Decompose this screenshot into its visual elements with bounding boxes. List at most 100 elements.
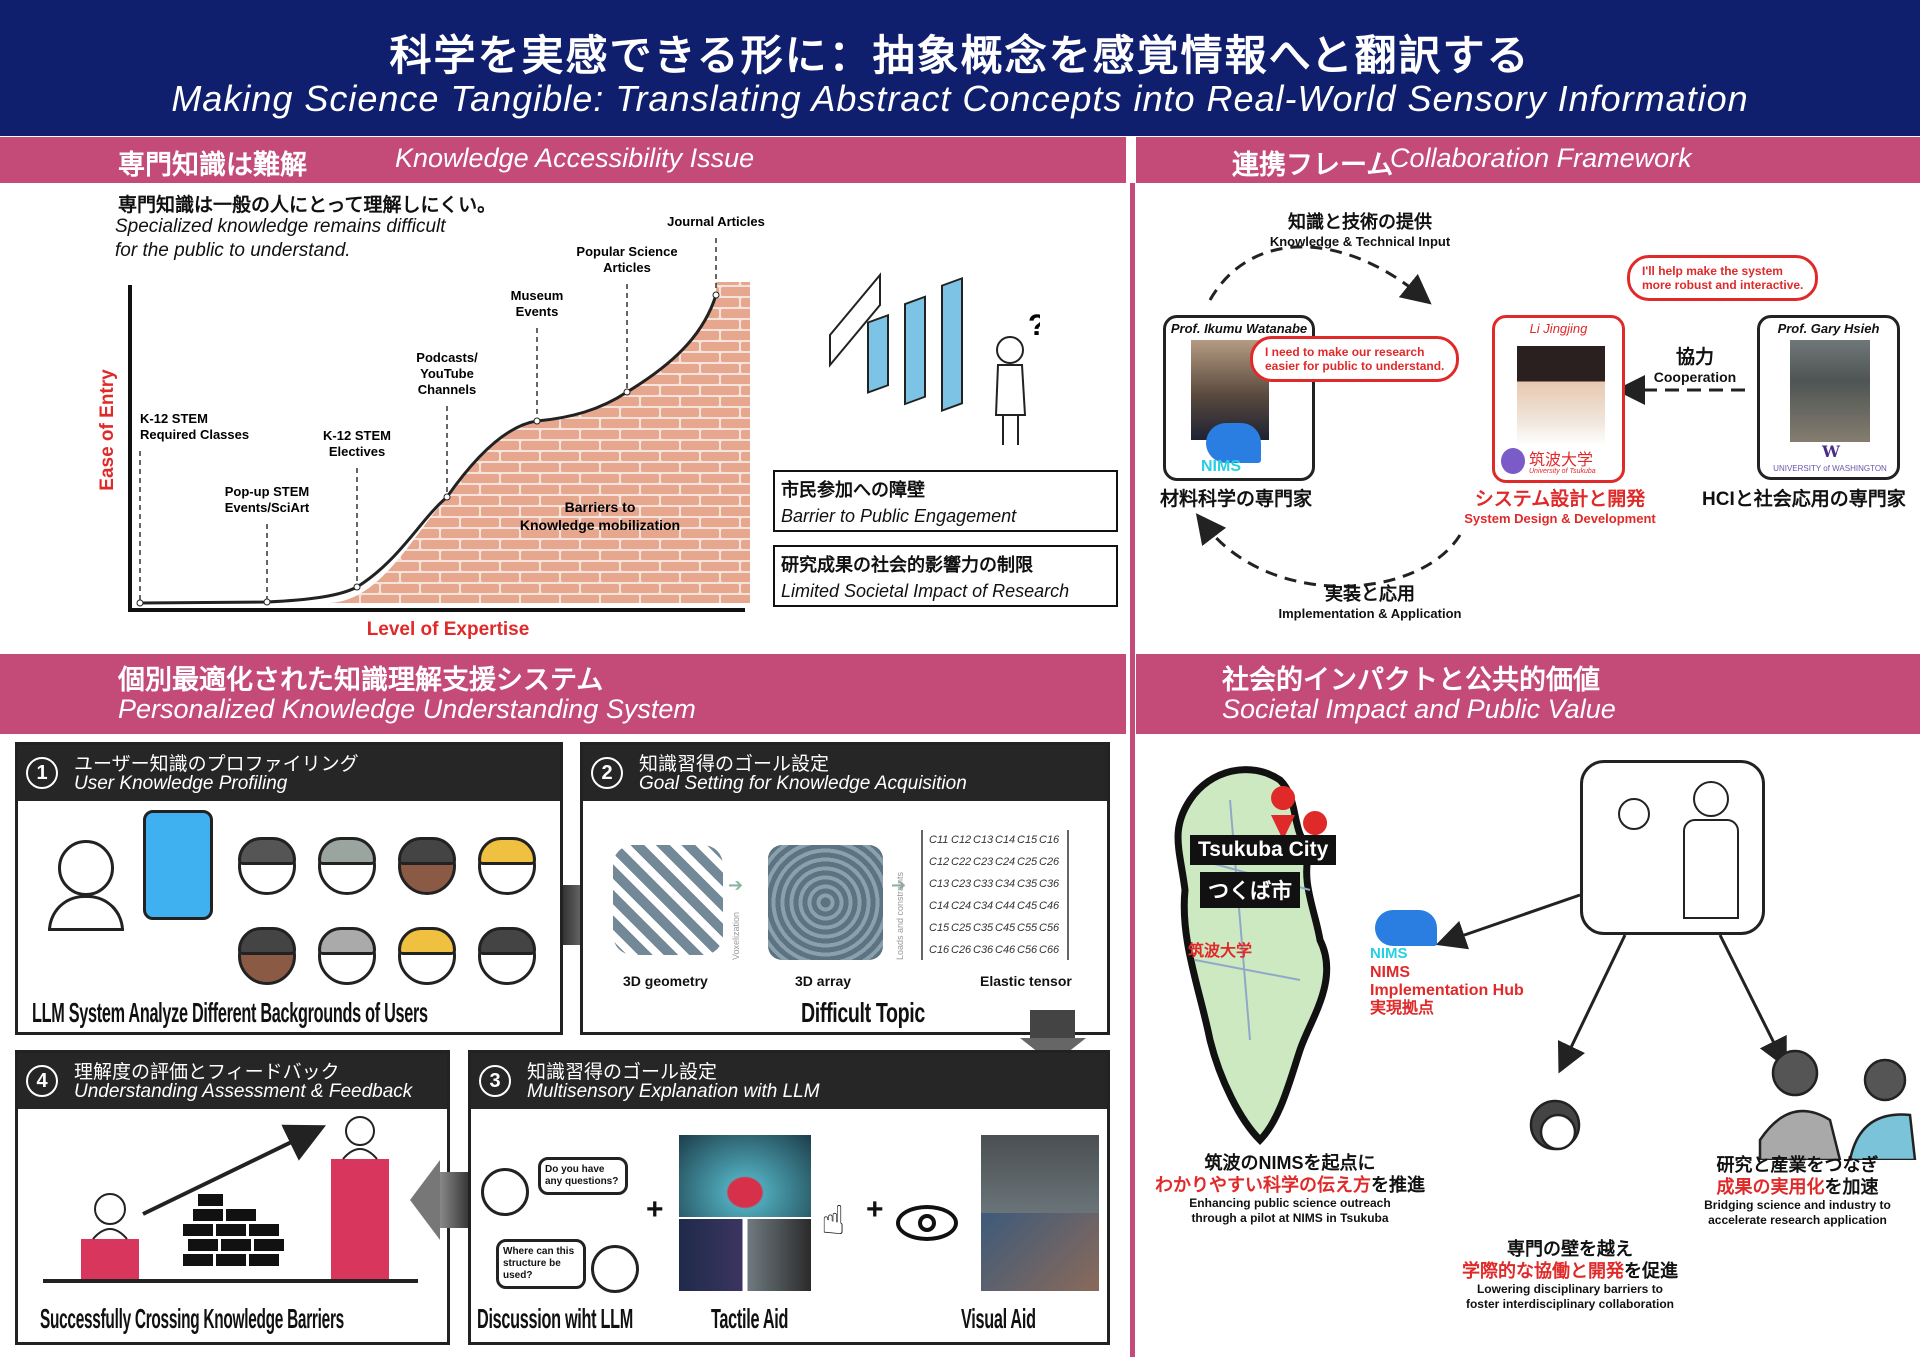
user-face-icon bbox=[478, 927, 536, 985]
tensor-entry: C13 bbox=[973, 834, 994, 846]
caption-en: foster interdisciplinary collaboration bbox=[1465, 1297, 1675, 1311]
caption-highlight: 学際的な協働と開発 bbox=[1462, 1261, 1624, 1281]
quote-watanabe: I need to make our research easier for p… bbox=[1250, 336, 1460, 382]
section-title-jp: 個別最適化された知識理解支援システム bbox=[118, 665, 604, 695]
milestone-label: Required Classes bbox=[140, 427, 249, 442]
arrow-to-collab bbox=[1557, 934, 1627, 1074]
tensor-entry: C25 bbox=[951, 922, 972, 934]
student-laptop-illustration bbox=[1529, 1099, 1581, 1151]
voxelization-label: Voxelization bbox=[731, 911, 741, 960]
haptic-glove-photo bbox=[679, 1219, 811, 1291]
cooperation-label: 協力 Cooperation bbox=[1640, 342, 1750, 385]
hub-jp: 実現拠点 bbox=[1370, 1000, 1435, 1017]
uw-logo-mark: W bbox=[1822, 442, 1840, 461]
tensor-entry: C45 bbox=[1017, 900, 1038, 912]
eye-icon bbox=[896, 1205, 958, 1241]
user-face-icon bbox=[398, 837, 456, 895]
role-jp: システム設計と開発 bbox=[1474, 489, 1646, 510]
tensor-entry: C56 bbox=[1017, 944, 1038, 956]
panel-header: 3 知識習得のゴール設定 Multisensory Explanation wi… bbox=[471, 1053, 1107, 1109]
step-panel-2: 2 知識習得のゴール設定 Goal Setting for Knowledge … bbox=[580, 742, 1110, 1035]
nims-logo-mark bbox=[1206, 423, 1261, 463]
section-bar-system: 個別最適化された知識理解支援システム Personalized Knowledg… bbox=[0, 654, 1126, 734]
poster-header: 科学を実感できる形に：抽象概念を感覚情報へと翻訳する Making Scienc… bbox=[0, 0, 1920, 136]
label-3d-array: 3D array bbox=[795, 973, 852, 989]
arrow-icon: ➔ bbox=[891, 875, 907, 895]
nims-name: NIMS bbox=[1370, 964, 1410, 981]
city-label-en: Tsukuba City bbox=[1190, 835, 1337, 865]
arrow-icon: ➔ bbox=[728, 875, 744, 895]
title-jp: 科学を実感できる形に：抽象概念を感覚情報へと翻訳する bbox=[389, 32, 1531, 79]
tensor-entry: C16 bbox=[929, 944, 950, 956]
milestone-point bbox=[353, 583, 361, 591]
panel-header: 2 知識習得のゴール設定 Goal Setting for Knowledge … bbox=[583, 745, 1107, 801]
section-title-jp: 社会的インパクトと公共的価値 bbox=[1222, 665, 1600, 695]
hair bbox=[398, 837, 456, 865]
entry-curve bbox=[139, 294, 718, 605]
tensor-entry: C24 bbox=[951, 900, 972, 912]
label-3d-geometry: 3D geometry bbox=[623, 973, 708, 989]
implementation-label: 実装と応用 Implementation & Application bbox=[1240, 580, 1500, 621]
caption-tactile: Tactile Aid bbox=[711, 1303, 789, 1334]
tensor-entry: C36 bbox=[973, 944, 994, 956]
tensor-entry: C34 bbox=[995, 878, 1016, 890]
tensor-entry: C33 bbox=[973, 878, 994, 890]
caption-en: through a pilot at NIMS in Tsukuba bbox=[1191, 1211, 1389, 1225]
milestone-point bbox=[623, 388, 631, 396]
tensor-entry: C45 bbox=[995, 922, 1016, 934]
section-title-en: Collaboration Framework bbox=[1390, 143, 1692, 173]
tensor-entry: C15 bbox=[1017, 834, 1038, 846]
quote-line: I need to make our research bbox=[1265, 345, 1425, 359]
loads-label: Loads and constraints bbox=[895, 871, 905, 960]
arrow-to-industry bbox=[1718, 934, 1787, 1069]
box-jp: 研究成果の社会的影響力の制限 bbox=[781, 555, 1033, 575]
intro-en: Specialized knowledge remains difficult … bbox=[115, 215, 446, 263]
milestone-point bbox=[263, 598, 271, 606]
milestone-label: YouTube bbox=[420, 366, 474, 381]
label-jp: 知識と技術の提供 bbox=[1288, 212, 1432, 232]
section-bar-collab: 連携フレーム Collaboration Framework bbox=[1136, 137, 1920, 183]
step-caption: Successfully Crossing Knowledge Barriers bbox=[40, 1303, 344, 1334]
step-title-jp: ユーザー知識のプロファイリング bbox=[74, 754, 359, 775]
quote-line: more robust and interactive. bbox=[1642, 278, 1804, 292]
caption-discussion: Discussion wiht LLM bbox=[477, 1303, 634, 1334]
nims-hub-label: NIMS Implementation Hub 実現拠点 bbox=[1370, 964, 1524, 1018]
step-title-en: Goal Setting for Knowledge Acquisition bbox=[639, 773, 967, 794]
impact-illustration bbox=[1174, 766, 1917, 1160]
arrow-shaft bbox=[440, 1172, 470, 1228]
photo-hsieh bbox=[1790, 340, 1870, 442]
implementation-arrow bbox=[1195, 513, 1462, 588]
section-bar-impact: 社会的インパクトと公共的価値 Societal Impact and Publi… bbox=[1136, 654, 1920, 734]
brick-wall bbox=[330, 282, 750, 603]
caption-en: Lowering disciplinary barriers to bbox=[1476, 1282, 1664, 1296]
tensor-entry: C14 bbox=[995, 834, 1016, 846]
arrow-to-nims bbox=[1435, 893, 1581, 950]
caption-line: 筑波のNIMSを起点に bbox=[1204, 1153, 1376, 1173]
tensor-entry: C35 bbox=[1017, 878, 1038, 890]
handshake-illustration bbox=[1758, 1049, 1917, 1160]
intro-en-line1: Specialized knowledge remains difficult bbox=[115, 216, 446, 237]
label-jp: 協力 bbox=[1675, 347, 1714, 368]
tensor-entry: C12 bbox=[951, 834, 972, 846]
section-bar-knowledge: 専門知識は難解 Knowledge Accessibility Issue bbox=[0, 137, 1126, 183]
milestone-point bbox=[136, 599, 144, 607]
tensor-entry: C35 bbox=[973, 922, 994, 934]
milestone-label: Journal Articles bbox=[667, 214, 765, 229]
person-name: Prof. Gary Hsieh bbox=[1777, 321, 1880, 336]
tensor-entry: C26 bbox=[951, 944, 972, 956]
step-caption: LLM System Analyze Different Backgrounds… bbox=[32, 997, 428, 1028]
milestone-label: Electives bbox=[329, 444, 385, 459]
card-watanabe: Prof. Ikumu Watanabe NIMS bbox=[1163, 315, 1315, 481]
robot-body bbox=[48, 895, 124, 931]
step-number: 2 bbox=[591, 757, 623, 789]
professor-icon bbox=[1693, 781, 1729, 817]
hair bbox=[318, 837, 376, 865]
hair bbox=[478, 927, 536, 955]
tsukuba-university-pin-label: 筑波大学 bbox=[1188, 943, 1253, 960]
caption-en: accelerate research application bbox=[1708, 1213, 1887, 1227]
tensor-entry: C36 bbox=[1039, 878, 1060, 890]
tensor-entry: C12 bbox=[929, 856, 950, 868]
hair bbox=[318, 927, 376, 955]
section-title-en: Societal Impact and Public Value bbox=[1222, 694, 1616, 724]
quote-line: easier for public to understand. bbox=[1265, 359, 1445, 373]
